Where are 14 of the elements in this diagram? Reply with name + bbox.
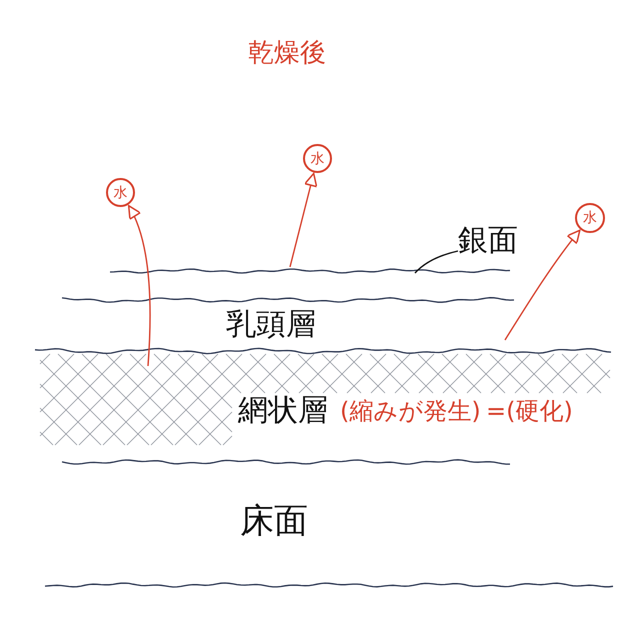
arrow (128, 204, 151, 366)
layer-label: 乳頭層 (226, 310, 316, 340)
circled-label: 水 (106, 178, 135, 207)
arrow (289, 172, 318, 268)
layer-label: 網状層 (238, 396, 328, 426)
layer-label: 床面 (240, 504, 308, 538)
note: (縮みが発生) (340, 399, 481, 423)
title: 乾燥後 (248, 40, 326, 66)
circled-label: 水 (575, 203, 605, 233)
circled-label: 水 (303, 144, 332, 173)
leader-line (414, 250, 458, 274)
arrow (504, 230, 581, 340)
note: =(硬化) (486, 399, 573, 423)
layer-label: 銀面 (458, 226, 524, 258)
